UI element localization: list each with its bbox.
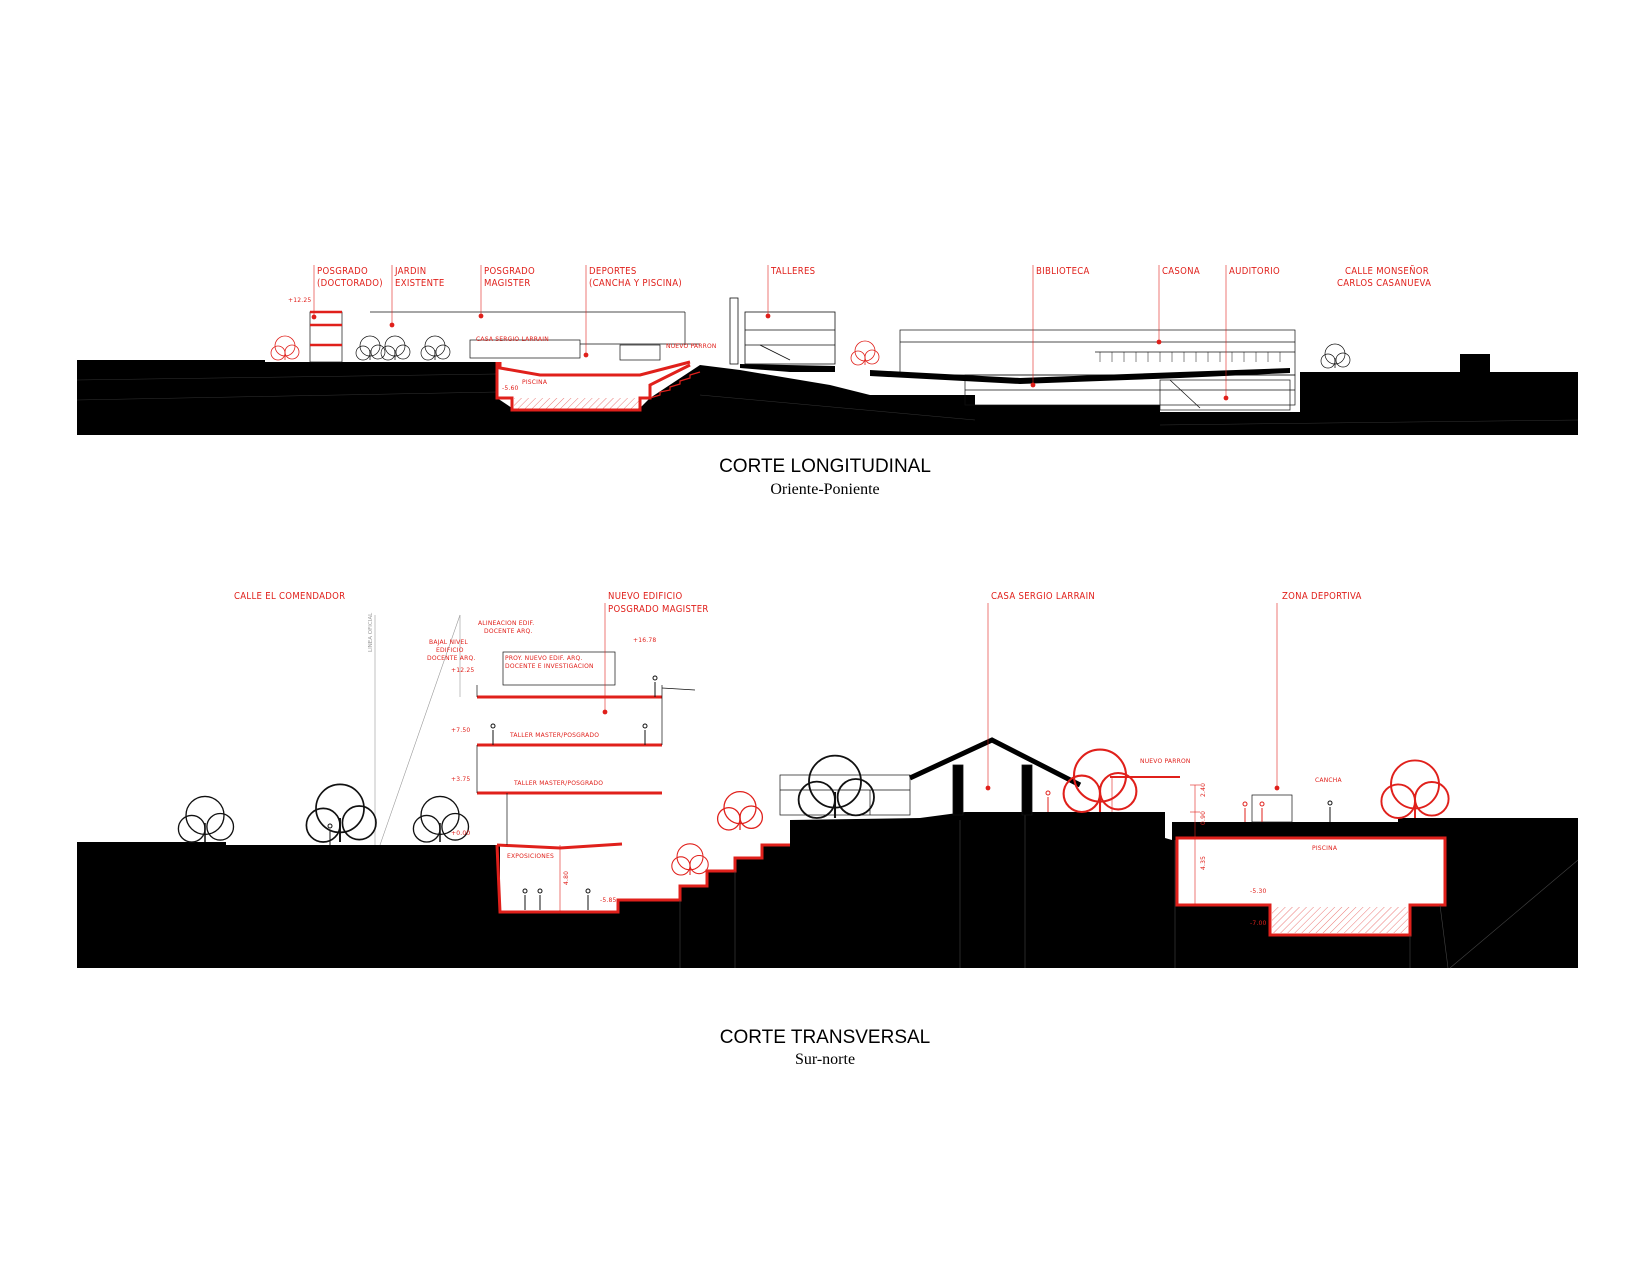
longitudinal-ground xyxy=(77,354,1578,435)
label-alineacion-1: ALINEACION EDIF. xyxy=(478,620,534,627)
subtitle-sur-norte: Sur-norte xyxy=(795,1051,855,1068)
label-talleres: TALLERES xyxy=(770,266,815,277)
dim-0-90: 0.90 xyxy=(1200,811,1207,825)
label-calle-el-comendador: CALLE EL COMENDADOR xyxy=(234,591,345,602)
label-piscina-long: PISCINA xyxy=(522,379,548,386)
dim-4-35: 4.35 xyxy=(1200,856,1207,870)
subtitle-oriente-poniente: Oriente-Poniente xyxy=(770,481,879,498)
label-linea-oficial: LINEA OFICIAL xyxy=(368,612,374,652)
label-jardin-2: EXISTENTE xyxy=(395,278,445,289)
label-nuevo-edificio-2: POSGRADO MAGISTER xyxy=(608,604,709,615)
label-posgrado-magister-2: MAGISTER xyxy=(484,278,531,289)
label-piscina-trans: PISCINA xyxy=(1312,845,1338,852)
transversal-section: CALLE EL COMENDADOR NUEVO EDIFICIO POSGR… xyxy=(77,591,1579,1068)
label-auditorio: AUDITORIO xyxy=(1229,266,1280,277)
label-bajal-3: DOCENTE ARQ. xyxy=(427,655,475,662)
dim-2-40: 2.40 xyxy=(1200,783,1207,797)
label-deportes-2: (CANCHA Y PISCINA) xyxy=(589,278,682,289)
label-nuevo-parron-trans: NUEVO PARRON xyxy=(1140,758,1191,765)
label-proy-2: DOCENTE E INVESTIGACION xyxy=(505,663,594,670)
level-pool-long: -5.60 xyxy=(502,385,519,392)
label-casa-sergio-larrain-trans: CASA SERGIO LARRAIN xyxy=(991,591,1095,602)
label-nuevo-edificio-1: NUEVO EDIFICIO xyxy=(608,591,683,602)
title-corte-transversal: CORTE TRANSVERSAL xyxy=(720,1027,930,1048)
level-minus-5-85: -5.85 xyxy=(600,897,617,904)
label-deportes-1: DEPORTES xyxy=(589,266,637,277)
label-zona-deportiva: ZONA DEPORTIVA xyxy=(1282,591,1362,602)
label-posgrado-doctorado-1: POSGRADO xyxy=(317,266,368,277)
label-casona: CASONA xyxy=(1162,266,1200,277)
level-7-50: +7.50 xyxy=(451,727,470,734)
label-exposiciones: EXPOSICIONES xyxy=(507,853,554,860)
label-posgrado-doctorado-2: (DOCTORADO) xyxy=(317,278,383,289)
label-nuevo-parron-long: NUEVO PARRON xyxy=(666,343,717,350)
label-casa-sergio-larrain-long: CASA SERGIO LARRAIN xyxy=(476,336,549,343)
label-calle-monsenor: CALLE MONSEÑOR xyxy=(1345,266,1429,277)
label-proy-1: PROY. NUEVO EDIF. ARQ. xyxy=(505,655,583,662)
dim-4-80: 4.80 xyxy=(563,871,570,885)
title-corte-longitudinal: CORTE LONGITUDINAL xyxy=(719,456,931,477)
longitudinal-section: POSGRADO (DOCTORADO) JARDIN EXISTENTE PO… xyxy=(76,265,1579,498)
level-minus-7-00: -7.00 xyxy=(1250,920,1267,927)
level-12-25: +12.25 xyxy=(451,667,474,674)
label-bajal-2: EDIFICIO xyxy=(436,647,464,654)
label-carlos-casanueva: CARLOS CASANUEVA xyxy=(1337,278,1431,289)
level-0-00: +0.00 xyxy=(451,830,470,837)
label-bajal-1: BAJAL NIVEL xyxy=(429,639,468,646)
label-taller-2: TALLER MASTER/POSGRADO xyxy=(513,780,603,787)
label-biblioteca: BIBLIOTECA xyxy=(1036,266,1090,277)
label-alineacion-2: DOCENTE ARQ. xyxy=(484,628,532,635)
label-posgrado-magister-1: POSGRADO xyxy=(484,266,535,277)
label-jardin-1: JARDIN xyxy=(394,266,426,277)
label-cancha: CANCHA xyxy=(1315,777,1342,784)
label-taller-1: TALLER MASTER/POSGRADO xyxy=(509,732,599,739)
level-16-78: +16.78 xyxy=(633,637,656,644)
level-minus-5-30: -5.30 xyxy=(1250,888,1267,895)
level-top-long: +12.25 xyxy=(288,297,311,304)
level-3-75: +3.75 xyxy=(451,776,470,783)
